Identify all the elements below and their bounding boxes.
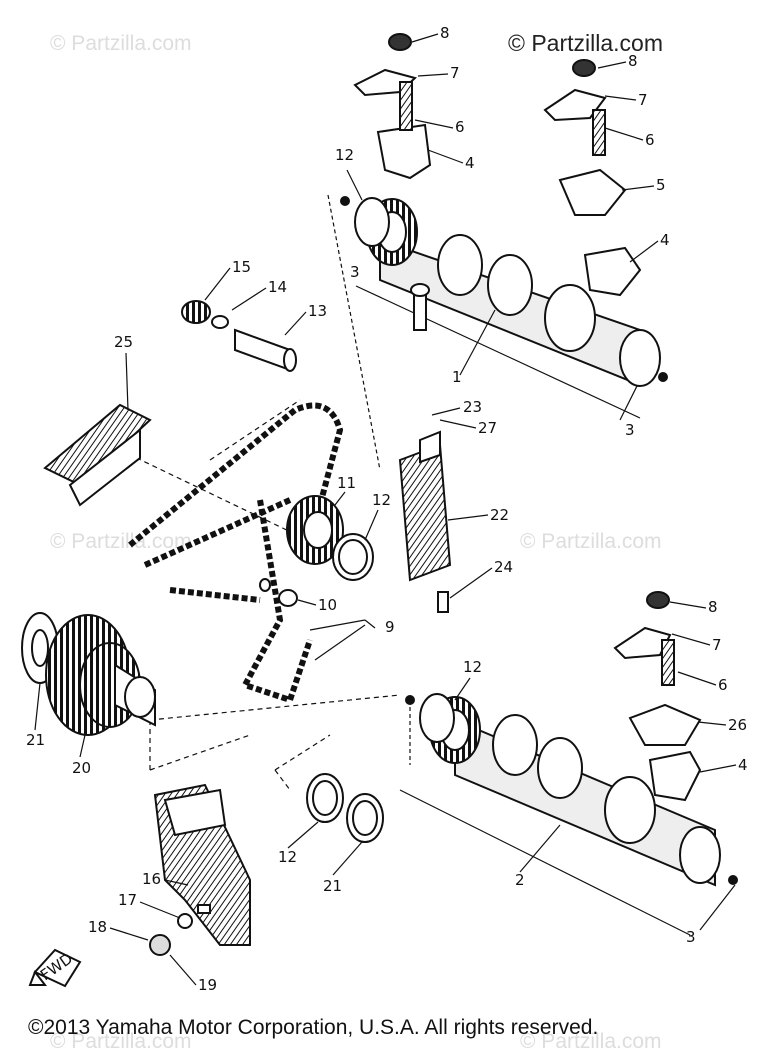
timing-chain (128, 402, 344, 704)
cam-cap-upper-right (543, 59, 642, 297)
watermark-bottom-right: © Partzilla.com (520, 1030, 662, 1053)
callout-6-b: 6 (645, 131, 655, 149)
watermark-bottom-left: © Partzilla.com (50, 1030, 192, 1053)
callout-21-b: 21 (323, 877, 342, 895)
callout-4-c: 4 (738, 756, 748, 774)
callout-4-a: 4 (465, 154, 475, 172)
lower-washers (306, 773, 384, 843)
callout-10: 10 (318, 596, 337, 614)
callout-26: 26 (728, 716, 747, 734)
callout-12-d: 12 (278, 848, 297, 866)
callout-13: 13 (308, 302, 327, 320)
camshaft-lower (405, 695, 738, 887)
callout-7-a: 7 (450, 64, 460, 82)
callout-4-b: 4 (660, 231, 670, 249)
callout-12-c: 12 (463, 658, 482, 676)
watermark-mid-right: © Partzilla.com (520, 530, 662, 553)
tensioner-arm-16 (149, 783, 251, 956)
callout-6-a: 6 (455, 118, 465, 136)
callout-19: 19 (198, 976, 217, 994)
callout-25: 25 (114, 333, 133, 351)
watermark-mid-left: © Partzilla.com (50, 530, 192, 553)
callout-16: 16 (142, 870, 161, 888)
callout-23: 23 (463, 398, 482, 416)
fwd-arrow (28, 948, 82, 988)
camshaft-upper (340, 196, 668, 387)
callout-2: 2 (515, 871, 525, 889)
label-leaders (34, 33, 737, 986)
callout-11: 11 (337, 474, 356, 492)
callout-12-a: 12 (335, 146, 354, 164)
cam-cap-lower-right (613, 591, 702, 802)
callout-24: 24 (494, 558, 513, 576)
callout-3-a: 3 (350, 263, 360, 281)
sprocket-lower (419, 693, 481, 764)
callout-21-a: 21 (26, 731, 45, 749)
sprocket-11 (259, 495, 374, 607)
callout-3-b: 3 (625, 421, 635, 439)
callout-20: 20 (72, 759, 91, 777)
callout-3-c: 3 (686, 928, 696, 946)
chain-guide-25 (43, 403, 152, 507)
tappet-parts (181, 300, 297, 372)
callout-22: 22 (490, 506, 509, 524)
crank-gear-20 (21, 612, 156, 736)
chain-tensioner-22 (398, 283, 452, 613)
copyright-notice: ©2013 Yamaha Motor Corporation, U.S.A. A… (28, 1016, 599, 1039)
callout-17: 17 (118, 891, 137, 909)
callout-18: 18 (88, 918, 107, 936)
callout-7-b: 7 (638, 91, 648, 109)
leader-lines (119, 194, 736, 936)
callout-8-c: 8 (708, 598, 718, 616)
sprocket-upper (354, 197, 418, 266)
cam-cap-upper-left (353, 33, 432, 180)
callout-8-a: 8 (440, 24, 450, 42)
callout-5: 5 (656, 176, 666, 194)
callout-8-b: 8 (628, 52, 638, 70)
callout-15: 15 (232, 258, 251, 276)
callout-14: 14 (268, 278, 287, 296)
callout-27: 27 (478, 419, 497, 437)
callout-6-c: 6 (718, 676, 728, 694)
callout-9: 9 (385, 618, 395, 636)
callout-numbers: 1 2 3 3 3 4 4 4 5 6 6 6 7 7 7 8 8 8 9 10… (26, 24, 748, 994)
watermark-top-left: © Partzilla.com (50, 32, 192, 55)
callout-7-c: 7 (712, 636, 722, 654)
callout-1: 1 (452, 368, 462, 386)
callout-12-b: 12 (372, 491, 391, 509)
watermark-partzilla: © Partzilla.com (508, 30, 663, 56)
